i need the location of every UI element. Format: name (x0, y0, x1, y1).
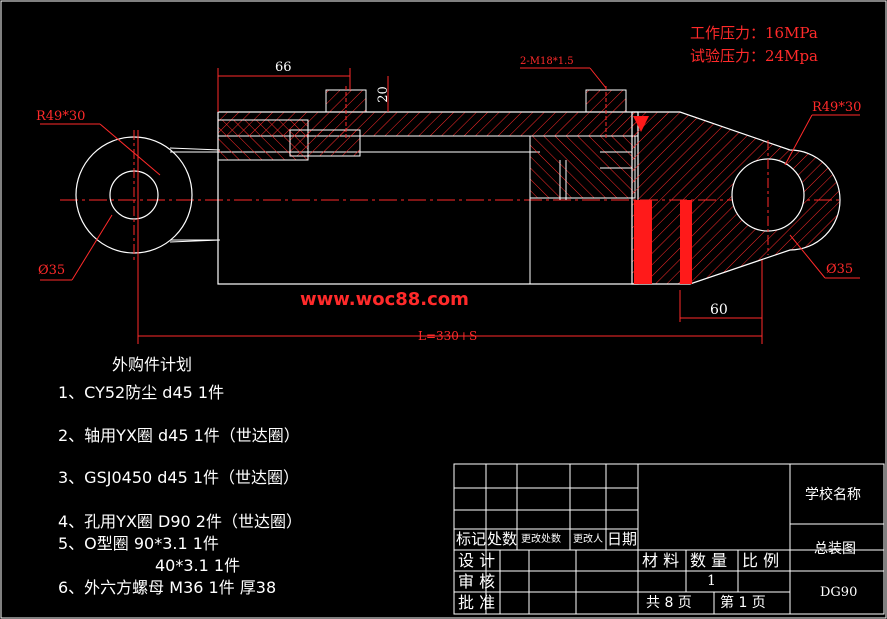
tb-school: 学校名称 (805, 487, 861, 503)
dim-dia-left: Ø35 (38, 263, 66, 278)
tb-quantity: 数 量 (690, 551, 728, 570)
tb-approve: 批 准 (458, 593, 496, 612)
tb-drawing-no: DG90 (820, 585, 858, 600)
parts-list-item: 5、O型圈 90*3.1 1件 (58, 534, 219, 553)
tb-place-count: 处数 (487, 530, 518, 548)
dim-r-left: R49*30 (36, 109, 86, 124)
dim-r-right: R49*30 (812, 100, 862, 115)
working-pressure: 工作压力：16MPa (690, 24, 818, 42)
rear-cap (631, 111, 841, 285)
dim-66: 66 (275, 60, 292, 75)
tb-changed-by: 更改人 (573, 534, 603, 545)
watermark-url: www.woc88.com (300, 289, 469, 310)
tb-scale: 比 例 (742, 551, 780, 570)
piston-rod (170, 151, 540, 241)
dim-length: L=330+S (418, 329, 478, 343)
parts-list-item: 1、CY52防尘 d45 1件 (58, 383, 225, 402)
parts-list-title: 外购件计划 (112, 355, 193, 374)
dim-20: 20 (375, 86, 391, 103)
dimension-lines (40, 67, 860, 344)
parts-list-item: 6、外六方螺母 M36 1件 厚38 (58, 578, 277, 597)
tb-page-no: 第 1 页 (720, 595, 766, 611)
cylinder-body (217, 111, 639, 285)
dim-thread: 2-M18*1.5 (520, 56, 574, 67)
tb-mark: 标记 (456, 530, 487, 548)
tb-review: 审 核 (458, 572, 496, 591)
parts-list-item: 2、轴用YX圈 d45 1件（世达圈） (58, 426, 300, 445)
tb-change-place: 更改处数 (521, 534, 561, 545)
title-block-grid (453, 463, 885, 615)
dim-60: 60 (710, 302, 728, 318)
tb-total-pages: 共 8 页 (646, 595, 692, 611)
parts-list-item: 4、孔用YX圈 D90 2件（世达圈） (58, 512, 302, 531)
tb-quantity-value: 1 (707, 573, 716, 589)
tb-material: 材 料 (642, 551, 680, 570)
left-eye (75, 130, 221, 260)
test-pressure: 试验压力：24Mpa (690, 47, 818, 65)
dim-dia-right: Ø35 (826, 262, 854, 277)
parts-list-item: 3、GSJ0450 d45 1件（世达圈） (58, 468, 300, 487)
tb-drawing-name: 总装图 (814, 541, 856, 557)
tb-design: 设 计 (458, 551, 496, 570)
parts-list-item: 40*3.1 1件 (155, 556, 241, 575)
oil-ports (325, 86, 627, 140)
tb-date: 日期 (607, 530, 638, 548)
